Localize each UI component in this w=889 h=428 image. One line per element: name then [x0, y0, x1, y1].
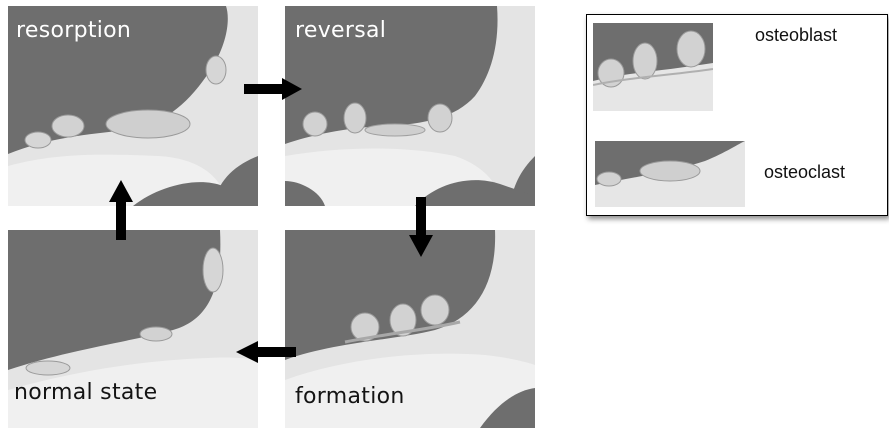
panel-label-formation: formation — [295, 384, 405, 409]
osteoclast-thumbnail — [595, 141, 745, 207]
panel-reversal: reversal — [285, 6, 535, 206]
arrow-up-icon — [109, 180, 133, 240]
osteoclast-illustration — [595, 141, 745, 207]
panel-resorption: resorption — [8, 6, 258, 206]
arrow-left-icon — [236, 341, 296, 363]
osteoblast-illustration — [593, 23, 713, 111]
legend-box: osteoblast osteoclast — [586, 14, 888, 216]
osteoblast-thumbnail — [593, 23, 713, 111]
panel-label-reversal: reversal — [295, 18, 386, 43]
legend-label-osteoclast: osteoclast — [764, 162, 845, 183]
panel-label-normal-state: normal state — [14, 380, 157, 405]
arrow-down-icon — [409, 197, 433, 257]
arrow-right-icon — [244, 78, 302, 100]
panel-label-resorption: resorption — [16, 18, 131, 43]
legend-label-osteoblast: osteoblast — [755, 25, 837, 46]
panel-normal-state: normal state — [8, 230, 258, 428]
panel-formation: formation — [285, 230, 535, 428]
